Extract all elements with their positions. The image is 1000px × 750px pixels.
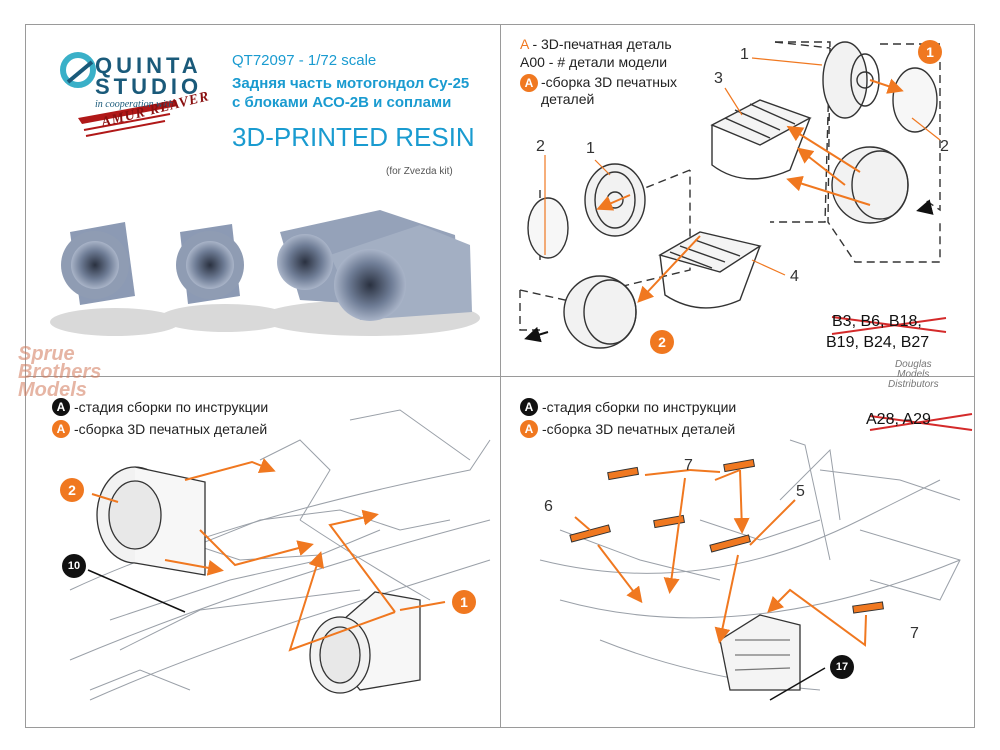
product-code: QT72097 - 1/72 scale: [232, 52, 377, 69]
part-number-5: 5: [796, 483, 805, 500]
removed-parts-strike: [831, 316, 973, 431]
watermark-sb-line-1: Sprue: [18, 343, 75, 365]
parts-exploded-view: [519, 41, 941, 349]
aircraft-rear-view-left: [69, 409, 491, 701]
assembly-arrows-left: [91, 458, 446, 652]
legend-stage-badge-left: A: [52, 398, 70, 416]
product-title-line-2: с блоками АСО-2В и соплами: [232, 94, 452, 111]
assembly-arrows-right: [574, 469, 867, 647]
removed-parts-right: A28, A29: [866, 411, 931, 428]
kit-note: (for Zvezda kit): [386, 166, 453, 177]
legend-assembly-text-right: -сборка 3D печатных деталей: [542, 421, 736, 437]
legend-assembly-badge-right: A: [520, 420, 538, 438]
legend-assembly-badge-left: A: [52, 420, 70, 438]
assembly-badge-1: 1: [918, 40, 942, 64]
legend-assembly-badge: A: [520, 74, 538, 92]
part-number-1-top: 1: [740, 46, 749, 63]
legend-printed-part: A - 3D-печатная деталь: [520, 36, 672, 52]
part-number-6: 6: [544, 498, 553, 515]
part-number-2-top: 2: [940, 138, 949, 155]
watermark-dm-line-3: Distributors: [888, 379, 939, 390]
resin-parts-photo: [50, 210, 480, 336]
removed-parts-line-2: B19, B24, B27: [826, 334, 930, 351]
watermark-sb-line-2: Brothers: [18, 361, 102, 383]
legend-model-part: A00 - # детали модели: [520, 54, 668, 70]
legend-assembly-text-1: -сборка 3D печатных: [541, 74, 678, 90]
aso-blocks: [569, 458, 884, 614]
legend-a-text: - 3D-печатная деталь: [528, 36, 672, 52]
panel-divider-horizontal: [25, 376, 975, 377]
sprue-brothers-watermark: Sprue Brothers Models: [18, 343, 102, 401]
removed-parts-line-1: B3, B6, B18,: [832, 313, 922, 330]
legend-a-letter: A: [520, 36, 529, 52]
part-number-1-left: 1: [586, 140, 595, 157]
leader-line-10: [87, 569, 186, 613]
watermark-dm-line-2: Models: [897, 369, 930, 380]
logo-line-1: QUINTA: [95, 53, 202, 78]
product-title-line-1: Задняя часть мотогондол Су-25: [232, 75, 470, 92]
engine-nacelle-right: [719, 614, 801, 691]
stage-badge-10: 10: [62, 554, 86, 578]
legend-assembly-text-left: -сборка 3D печатных деталей: [74, 421, 268, 437]
part-number-2-left: 2: [536, 138, 545, 155]
legend-stage-text-right: -стадия сборки по инструкции: [542, 399, 737, 415]
product-type: 3D-PRINTED RESIN: [232, 122, 475, 152]
assembly-badge-2-left: 2: [60, 478, 84, 502]
part-number-3: 3: [714, 70, 723, 87]
quinta-logo-icon: [60, 52, 96, 88]
part-number-7-bottom: 7: [910, 625, 919, 642]
watermark-sb-line-3: Models: [18, 379, 87, 401]
legend-assembly-text-2: деталей: [541, 91, 595, 107]
assembly-badge-2: 2: [650, 330, 674, 354]
engine-nozzle-left-lower: [309, 591, 421, 694]
watermark-dm-line-1: Douglas: [894, 359, 932, 370]
douglas-models-watermark: Douglas Models Distributors: [888, 360, 939, 390]
part-number-7-top: 7: [684, 457, 693, 474]
stage-badge-17: 17: [830, 655, 854, 679]
assembly-badge-1-left: 1: [452, 590, 476, 614]
part-number-4: 4: [790, 268, 799, 285]
cooperation-note: in cooperation with: [95, 99, 174, 110]
amur-reaver-logo-icon: [78, 100, 178, 137]
legend-stage-badge-right: A: [520, 398, 538, 416]
leader-line-17: [769, 667, 826, 701]
engine-nozzle-left-upper: [96, 466, 206, 576]
legend-stage-text-left: -стадия сборки по инструкции: [74, 399, 269, 415]
logo-line-2: STUDIO: [95, 74, 203, 99]
